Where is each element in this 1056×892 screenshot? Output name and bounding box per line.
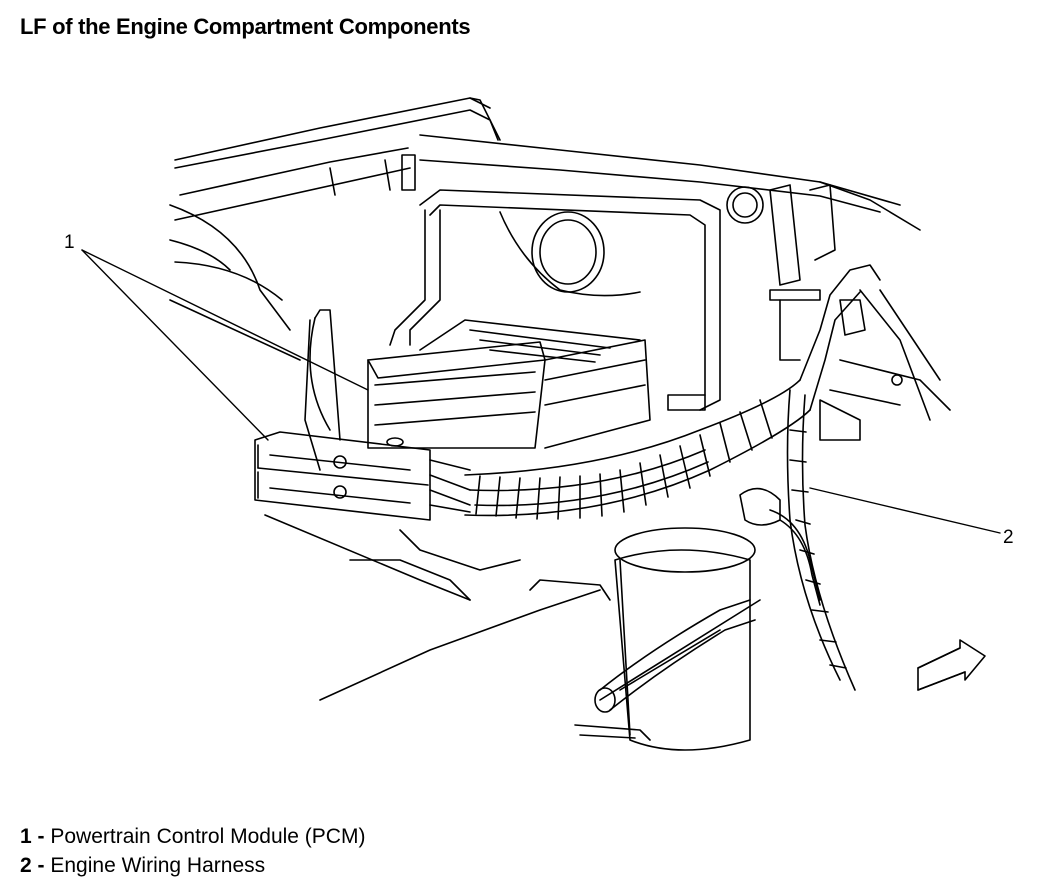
legend-text: Engine Wiring Harness xyxy=(50,854,266,877)
callout-2: 2 xyxy=(1003,527,1014,548)
pcm-module xyxy=(367,319,651,449)
legend-sep: - xyxy=(31,854,51,877)
right-bracket xyxy=(726,184,951,441)
inner-panel xyxy=(264,514,601,701)
legend-num: 2 xyxy=(20,854,32,877)
diagram-title: LF of the Engine Compartment Components xyxy=(20,14,471,39)
pcm-bracket xyxy=(389,189,721,411)
legend-sep: - xyxy=(31,825,51,848)
legend-text: Powertrain Control Module (PCM) xyxy=(50,825,366,848)
leader-lines xyxy=(81,249,1001,534)
lower-hoses xyxy=(529,487,821,751)
legend: 1 - Powertrain Control Module (PCM) 2 - … xyxy=(20,822,365,880)
engine-wiring-harness xyxy=(464,264,881,691)
callout-1: 1 xyxy=(64,232,75,253)
legend-num: 1 xyxy=(20,825,32,848)
cowl-outline xyxy=(174,97,921,231)
forward-arrow-icon xyxy=(917,639,986,691)
left-fender xyxy=(169,204,341,471)
pcm-connectors xyxy=(254,431,471,521)
legend-item: 1 - Powertrain Control Module (PCM) xyxy=(20,822,365,851)
legend-item: 2 - Engine Wiring Harness xyxy=(20,851,365,880)
